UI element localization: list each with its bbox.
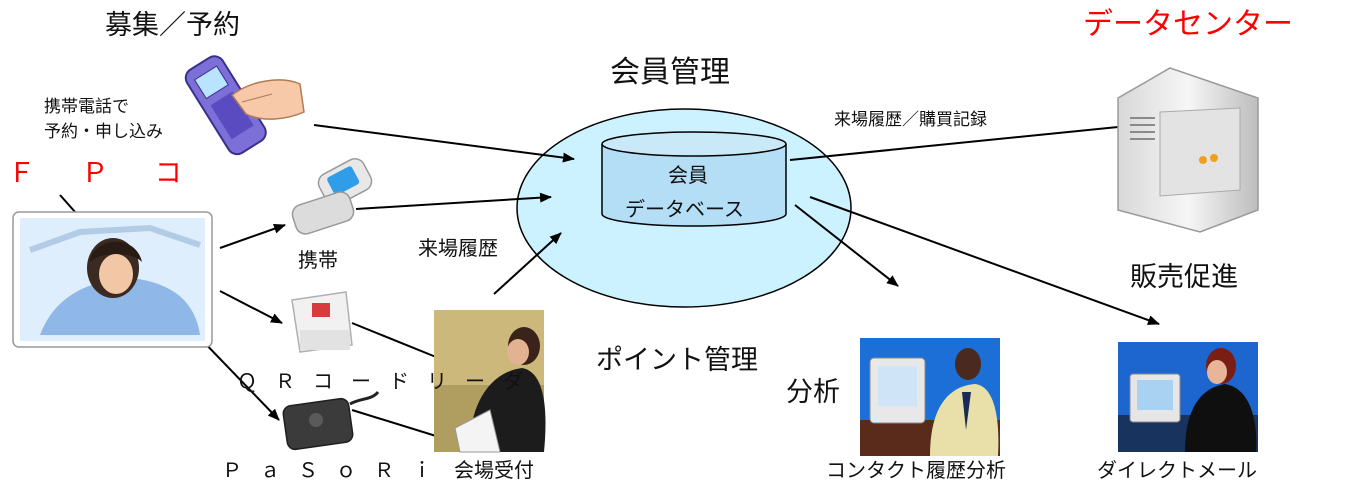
contact-analysis-image — [860, 338, 1000, 456]
arrow-reception-to-db — [493, 232, 562, 295]
mobile-label: 携帯 — [298, 248, 338, 272]
flip-phone-icon — [291, 158, 373, 235]
db-label-line1: 会員 — [668, 163, 708, 187]
contact-analysis-label: コンタクト履歴分析 — [826, 458, 1006, 482]
line-pasori-to-reception — [351, 409, 437, 437]
pasori-device — [282, 390, 380, 451]
visit-history-label: 来場履歴 — [418, 236, 498, 260]
analysis-title: 分析 — [786, 377, 840, 408]
qr-reader-device — [291, 291, 353, 353]
line-qr-to-reception — [351, 322, 437, 358]
database-cylinder — [601, 131, 787, 227]
arrow-db-to-direct-mail — [809, 196, 1160, 325]
arrow-mobile-to-db — [355, 192, 552, 210]
fpc-label: Ｆ Ｐ コ — [8, 158, 201, 189]
venue-reception-label: 会場受付 — [454, 458, 534, 482]
arrow-person-to-pasori — [196, 334, 280, 421]
line-db-to-datacenter — [789, 126, 1119, 161]
arrow-person-to-mobile — [219, 223, 286, 249]
reception-clerk-image — [434, 310, 546, 453]
db-label-line2: データベース — [625, 197, 744, 221]
recruit-reservation-title: 募集／予約 — [105, 10, 240, 41]
phone-hand-icon — [184, 55, 305, 156]
arrow-person-to-qr — [219, 290, 283, 324]
direct-mail-image — [1118, 342, 1258, 452]
qr-reader-label: ＱＲコードリーダ — [237, 369, 541, 393]
server-icon — [1117, 67, 1259, 233]
pasori-label: ＰａＳｏＲｉ — [222, 458, 450, 482]
arrow-db-to-contact-analysis — [794, 204, 899, 287]
customer-photo — [12, 211, 213, 348]
arrow-phone-to-db — [313, 124, 575, 163]
sales-promotion-title: 販売促進 — [1130, 262, 1238, 293]
visit-purchase-label: 来場履歴／購買記録 — [834, 110, 987, 130]
direct-mail-label: ダイレクトメール — [1097, 458, 1257, 482]
phone-caption: 携帯電話で 予約・申し込み — [44, 97, 163, 142]
member-management-title: 会員管理 — [610, 55, 730, 90]
data-center-title: データセンター — [1083, 7, 1293, 42]
point-management-title: ポイント管理 — [596, 345, 758, 376]
